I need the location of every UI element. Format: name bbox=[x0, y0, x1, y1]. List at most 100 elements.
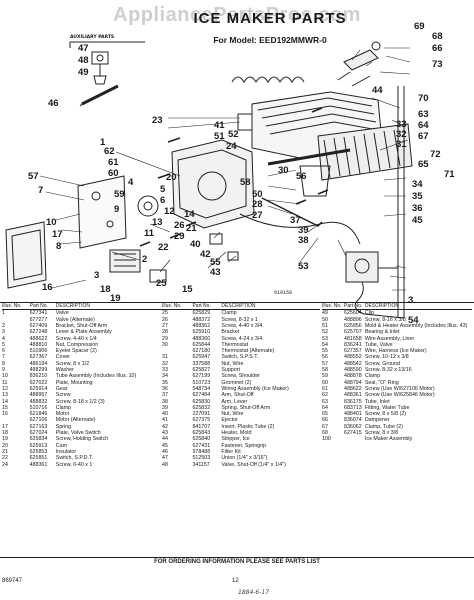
illus-no: 62 bbox=[322, 392, 328, 399]
screws bbox=[139, 107, 329, 247]
illus-no: 63 bbox=[322, 398, 328, 405]
illus-no: 53 bbox=[322, 335, 328, 342]
header-part: Part No. bbox=[192, 303, 222, 311]
description: Valve bbox=[55, 310, 69, 317]
description: Insulator bbox=[55, 448, 77, 455]
description: Eyelet Spacer (2) bbox=[55, 348, 97, 355]
illus-no: 47 bbox=[162, 455, 168, 462]
description: Nut, Compression bbox=[55, 341, 99, 348]
leader-lines bbox=[39, 47, 411, 291]
exploded-parts-diagram bbox=[5, 41, 413, 319]
cam bbox=[143, 201, 153, 211]
illus-no: 65 bbox=[322, 411, 328, 418]
description: Screw, Shoulder bbox=[221, 373, 260, 380]
part-no: 627357 bbox=[344, 348, 362, 355]
part-no: 625829 bbox=[192, 310, 211, 317]
part-no: 836175 bbox=[344, 398, 362, 405]
table-top-divider bbox=[0, 302, 474, 303]
illus-no: 1 bbox=[2, 310, 5, 317]
illus-no: 41 bbox=[162, 417, 168, 424]
illus-no: 13 bbox=[2, 392, 8, 399]
illus-no: 18 bbox=[2, 430, 8, 437]
part-no: 978488 bbox=[192, 448, 211, 455]
auxiliary-parts-box bbox=[69, 41, 145, 48]
description: Screw, 6-40 x 1 bbox=[55, 461, 93, 468]
illus-no: 60 bbox=[322, 379, 328, 386]
illus-no: 49 bbox=[322, 310, 328, 317]
description: Thermostat (Alternate) bbox=[221, 348, 275, 355]
description: Arm, Lever bbox=[221, 398, 248, 405]
part-no: 488360 bbox=[192, 335, 211, 342]
part-no: 512503 bbox=[192, 455, 211, 462]
part-no: 627024 bbox=[29, 430, 48, 437]
illus-no: 22 bbox=[2, 455, 8, 462]
callout-12: 12 bbox=[164, 206, 175, 217]
callout-53: 53 bbox=[298, 261, 309, 272]
wire-nut bbox=[227, 251, 239, 261]
callout-49: 49 bbox=[78, 67, 89, 78]
part-no: 341157 bbox=[192, 461, 210, 468]
bearing-inlet bbox=[237, 113, 253, 131]
description: Screw (Use W/627106 Motor) bbox=[364, 385, 435, 392]
part-no: 625851 bbox=[29, 455, 48, 462]
table-header-row: Illus. No. Part No. DESCRIPTION bbox=[162, 303, 320, 311]
illus-no: 3 bbox=[2, 329, 5, 336]
illus-no: 25 bbox=[162, 310, 168, 317]
watermark: AppliancePartsPros.com bbox=[113, 4, 361, 26]
part-no: 488299 bbox=[29, 367, 48, 374]
illus-no: 33 bbox=[162, 367, 168, 374]
illus-no: 46 bbox=[162, 448, 168, 455]
part-no bbox=[344, 436, 365, 442]
illus-no: 50 bbox=[322, 316, 328, 323]
description: Fastener, Springrip bbox=[221, 442, 267, 449]
part-no: 683713 bbox=[344, 404, 362, 411]
callout-28: 28 bbox=[252, 199, 263, 210]
part-no: 481658 bbox=[344, 335, 362, 342]
illus-no: 8 bbox=[2, 360, 5, 367]
illus-no: 29 bbox=[162, 335, 168, 342]
illus-no: 39 bbox=[162, 404, 168, 411]
description: Grommet (2) bbox=[221, 379, 252, 386]
callout-17: 17 bbox=[52, 229, 63, 240]
description: Bearing & Inlet bbox=[364, 329, 400, 336]
part-no: 627180 bbox=[192, 348, 211, 355]
description: Motor (Alternate) bbox=[55, 417, 96, 424]
illus-no: 35 bbox=[162, 379, 168, 386]
part-no: 627341 bbox=[29, 310, 48, 317]
illus-no: 56 bbox=[322, 354, 328, 361]
callout-48: 48 bbox=[78, 55, 89, 66]
callout-51: 51 bbox=[214, 131, 225, 142]
part-no: 625843 bbox=[192, 430, 211, 437]
table-row: 627180 Thermostat (Alternate) bbox=[162, 348, 320, 354]
callout-55: 55 bbox=[210, 257, 221, 268]
part-no: 337588 bbox=[192, 360, 211, 367]
parts-table-col-2: Illus. No. Part No. DESCRIPTION 25 625829… bbox=[162, 303, 320, 468]
page-number: 12 bbox=[232, 578, 239, 584]
part-no: 625853 bbox=[29, 448, 48, 455]
callout-41: 41 bbox=[214, 120, 225, 131]
ordering-note: FOR ORDERING INFORMATION PLEASE SEE PART… bbox=[154, 559, 320, 565]
callout-14: 14 bbox=[184, 209, 195, 220]
illus-no: 14 bbox=[2, 398, 8, 405]
